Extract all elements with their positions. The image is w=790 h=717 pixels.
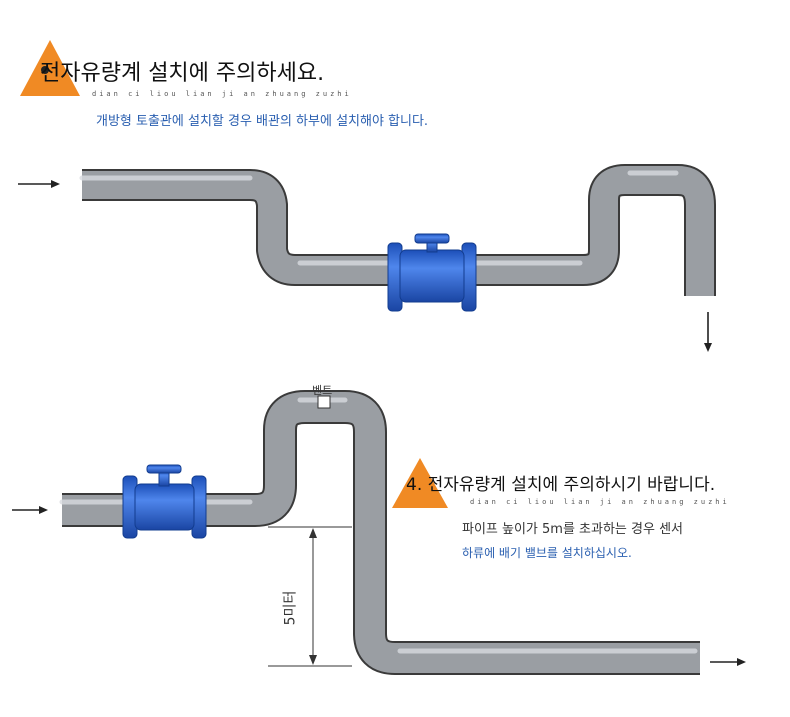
height-label: 5미터 (282, 590, 299, 626)
inlet-arrow-bottom (12, 506, 48, 514)
warning-triangle-icon-3 (20, 40, 80, 96)
section4-pinyin: dian ci liou lian ji an zhuang zuzhi (470, 498, 730, 506)
inlet-arrow-top (18, 180, 60, 188)
flow-meter-bottom (122, 464, 207, 539)
flow-meter-top (387, 233, 477, 312)
section4-title: 4. 전자유량계 설치에 주의하시기 바랍니다. (406, 475, 716, 495)
outlet-arrow-top (704, 312, 712, 352)
height-dimension (268, 526, 352, 667)
section3-note: 개방형 토출관에 설치할 경우 배관의 하부에 설치해야 합니다. (96, 114, 429, 129)
vent-label: 벤트 (312, 384, 333, 397)
section4-note-line2: 하류에 배기 밸브를 설치하십시오. (462, 546, 632, 560)
section4-note-line1: 파이프 높이가 5m를 초과하는 경우 센서 (462, 522, 683, 537)
vent-valve (317, 395, 331, 409)
warning-triangle-icon-4 (392, 458, 448, 508)
outlet-arrow-bottom (710, 658, 746, 666)
section3-title: 전자유량계 설치에 주의하세요. (40, 61, 325, 86)
section3-pinyin: dian ci liou lian ji an zhuang zuzhi (92, 90, 352, 98)
